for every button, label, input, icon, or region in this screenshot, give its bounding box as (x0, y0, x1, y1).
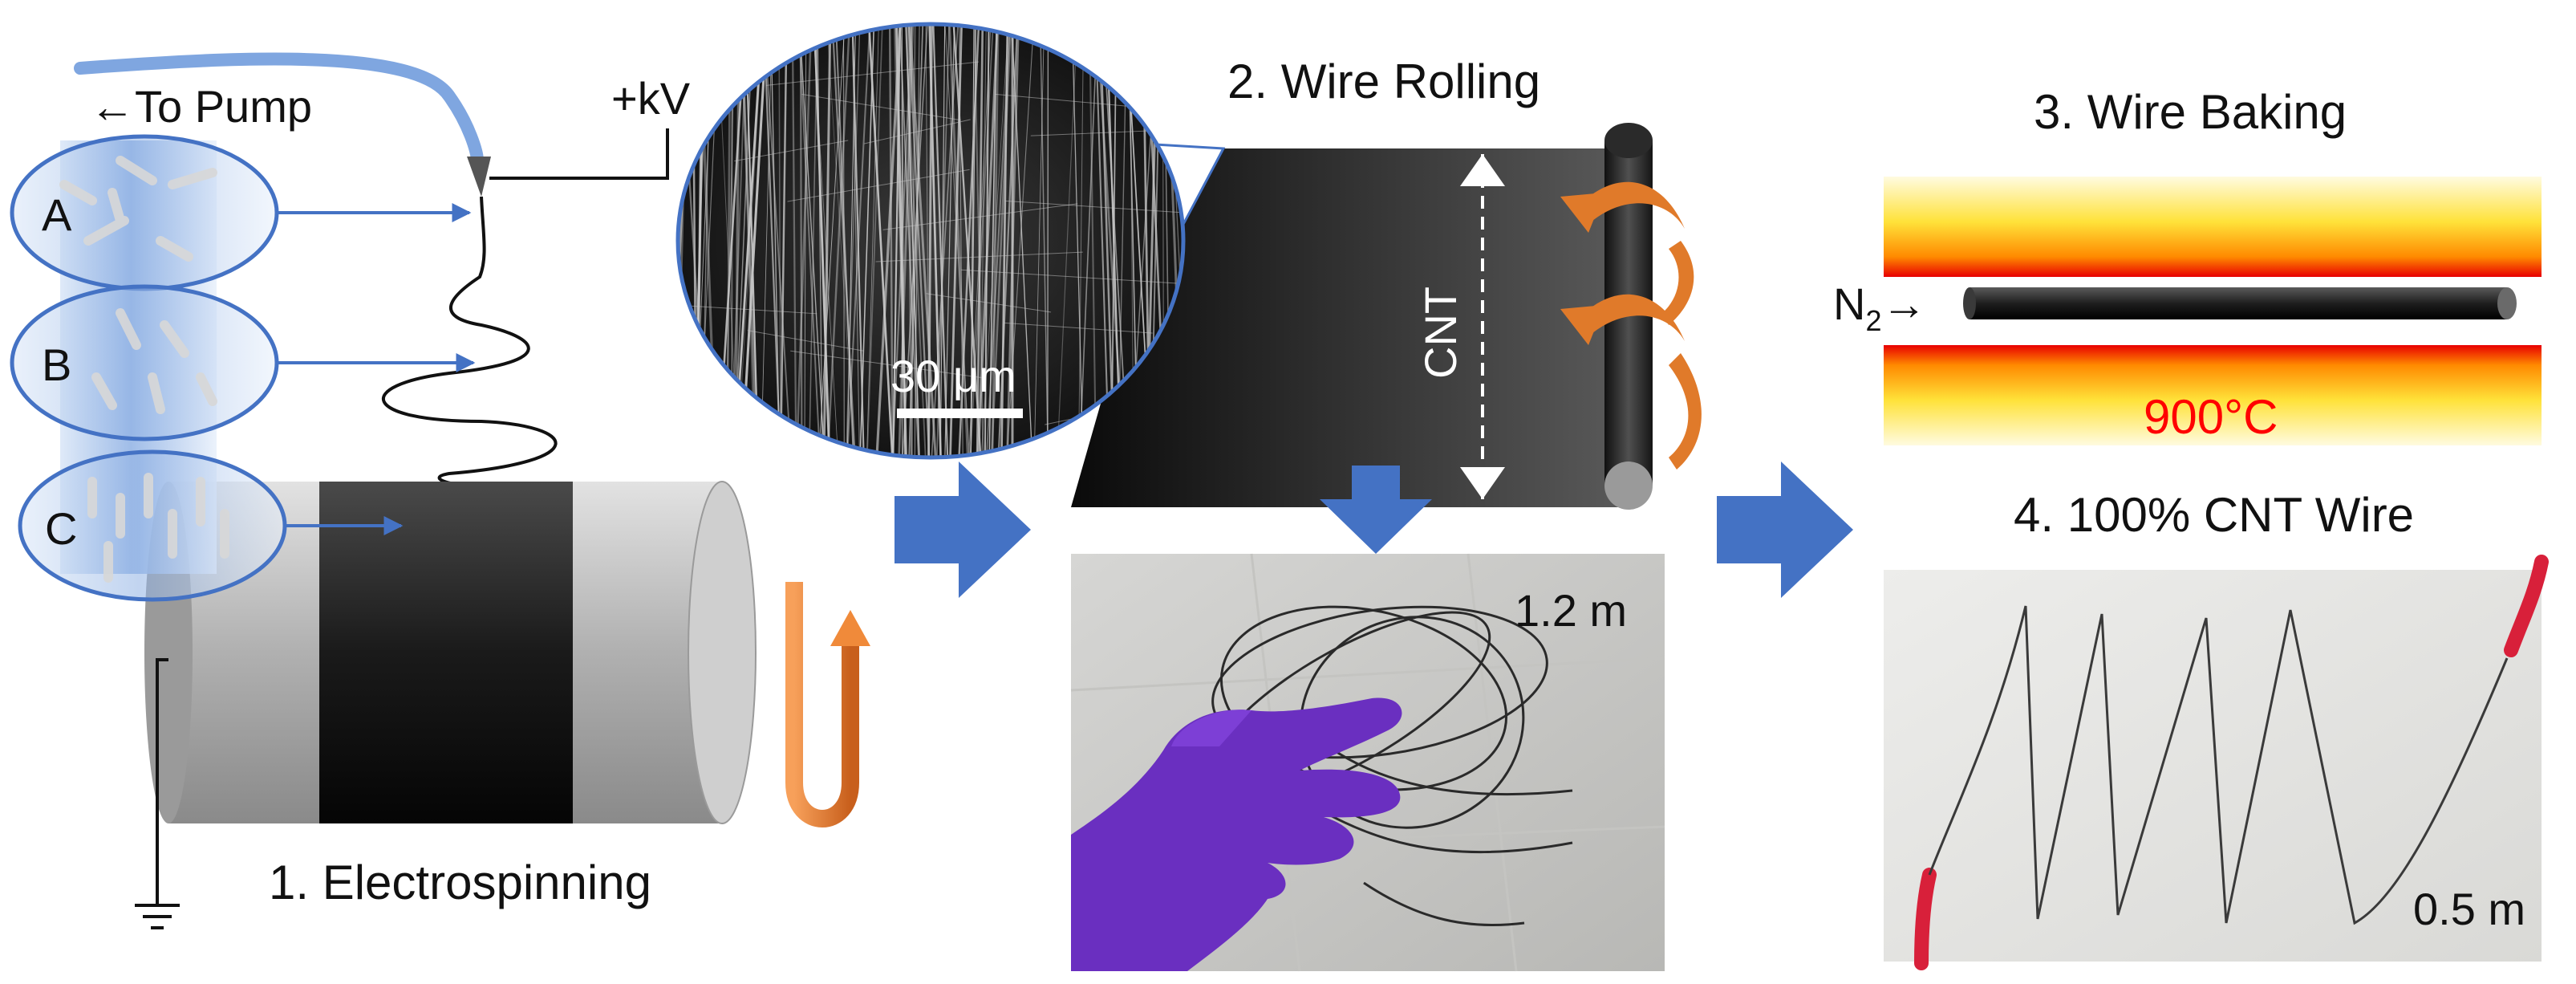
sem-scale-label: 30 μm (890, 351, 1016, 401)
sem-fiber (692, 425, 801, 434)
stage-b-ellipse: B (12, 287, 277, 439)
gas-inlet-label: N2→ (1833, 279, 1926, 337)
gas-subscript: 2 (1865, 304, 1881, 337)
voltage-label: +kV (611, 73, 691, 124)
gas-arrow: → (1881, 279, 1926, 329)
stage-a-ellipse: A (12, 136, 277, 289)
cnt-band (319, 482, 573, 823)
panel-wire-rolling: 2. Wire Rolling CNT 30 μm (671, 20, 1702, 971)
wire-rolling-title: 2. Wire Rolling (1227, 55, 1540, 108)
cable-left (1921, 875, 1929, 963)
process-arrow-2 (1717, 462, 1853, 598)
sem-fiber (801, 20, 802, 462)
photo-1-length-label: 1.2 m (1515, 585, 1627, 636)
cnt-wire-title: 4. 100% CNT Wire (2014, 488, 2414, 542)
panel-cnt-wire: 4. 100% CNT Wire 0.5 m (1884, 488, 2542, 963)
sem-fiber (1048, 20, 1049, 462)
stage-c-label: C (45, 503, 77, 554)
wire-rod (1963, 287, 2517, 319)
panel-wire-baking: 3. Wire Baking N2→ 900°C (1833, 85, 2542, 445)
gas-formula: N (1833, 279, 1865, 329)
stage-a-label: A (42, 189, 72, 240)
stage-c-ellipse: C (20, 452, 285, 600)
wire-baking-title: 3. Wire Baking (2034, 85, 2347, 139)
spinneret-needle (467, 157, 491, 197)
stage-b-label: B (42, 340, 71, 390)
electrospinning-title: 1. Electrospinning (269, 856, 651, 909)
sem-fiber (728, 20, 730, 462)
voltage-wire (489, 128, 667, 178)
wire-photo-0-5m: 0.5 m (1884, 562, 2542, 963)
process-arrow-1 (895, 462, 1031, 598)
polymer-jet (383, 197, 556, 486)
cnt-sheet-label: CNT (1415, 287, 1466, 379)
furnace-heater-top (1884, 177, 2542, 277)
photo-2-length-label: 0.5 m (2413, 884, 2525, 934)
wire-photo-1-2m: 1.2 m (1071, 554, 1665, 971)
rotation-arrow-icon (794, 582, 870, 819)
temperature-label: 900°C (2144, 390, 2278, 444)
to-pump-label: ←To Pump (90, 81, 312, 132)
